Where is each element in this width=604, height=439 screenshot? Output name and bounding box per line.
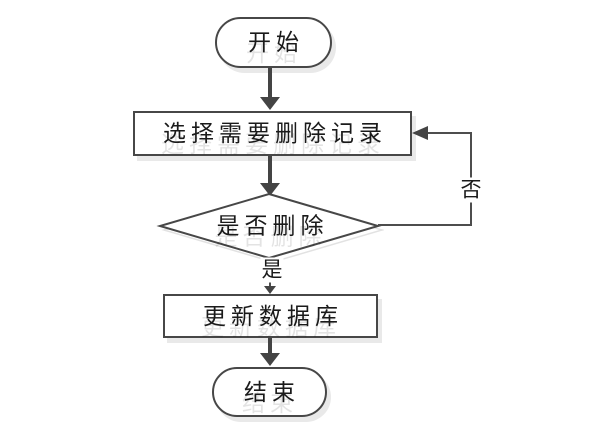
arrow-start-to-select-stem xyxy=(268,68,272,97)
arrow-update-to-end-stem xyxy=(268,338,272,353)
start-node: 开始 xyxy=(215,17,332,68)
arrow-select-to-decision-head-icon xyxy=(260,183,280,196)
edge-yes-head-icon xyxy=(264,286,276,294)
process-select-records-node: 选择需要删除记录 xyxy=(133,111,412,156)
arrow-start-to-select-head-icon xyxy=(260,97,280,110)
end-node: 结束 xyxy=(212,367,327,417)
process-update-database-label: 更新数据库 xyxy=(203,303,343,329)
edge-yes-label: 是 xyxy=(260,257,284,283)
edge-no-line-bottom xyxy=(378,224,472,226)
start-node-label: 开始 xyxy=(248,30,304,55)
edge-no-label: 否 xyxy=(459,177,483,203)
end-node-label: 结束 xyxy=(244,379,300,405)
decision-node-label: 是否删除 xyxy=(216,213,329,239)
edge-no-line-top xyxy=(428,132,472,134)
edge-no-head-icon xyxy=(412,126,428,140)
process-update-database-node: 更新数据库 xyxy=(163,294,378,338)
arrow-select-to-decision-stem xyxy=(268,156,272,183)
arrow-update-to-end-head-icon xyxy=(260,353,280,366)
process-select-records-label: 选择需要删除记录 xyxy=(163,121,387,146)
